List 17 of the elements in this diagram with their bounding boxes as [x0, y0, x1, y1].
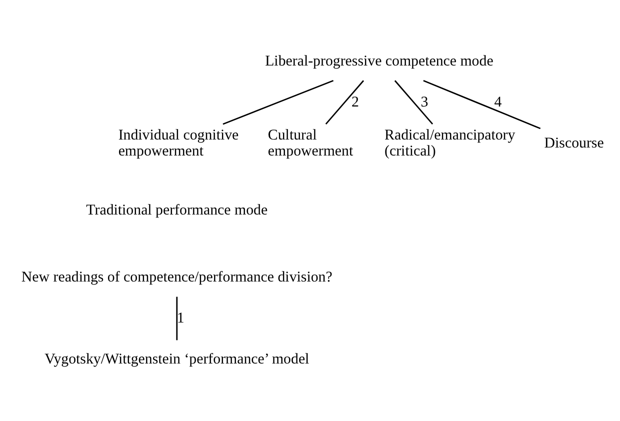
connector	[325, 80, 364, 124]
node-text: Traditional performance mode	[86, 202, 268, 218]
edge-label: 3	[420, 94, 428, 110]
connector	[394, 80, 434, 124]
node-text: Vygotsky/Wittgenstein ‘performance’ model	[44, 352, 310, 368]
node-text: Discourse	[544, 135, 604, 152]
node-text: Radical/emancipatory (critical)	[384, 127, 516, 160]
connector	[176, 296, 178, 340]
edge-label: 1	[176, 310, 184, 327]
node-text: Liberal-progressive competence mode	[265, 53, 494, 70]
node-text: New readings of competence/performance division?	[21, 270, 332, 286]
connector	[423, 80, 541, 130]
node-text: Cultural empowerment	[268, 127, 354, 160]
connector	[222, 80, 334, 125]
node-text: Individual cognitive empowerment	[118, 127, 239, 160]
edge-label: 4	[494, 94, 502, 110]
edge-label: 2	[352, 94, 359, 110]
